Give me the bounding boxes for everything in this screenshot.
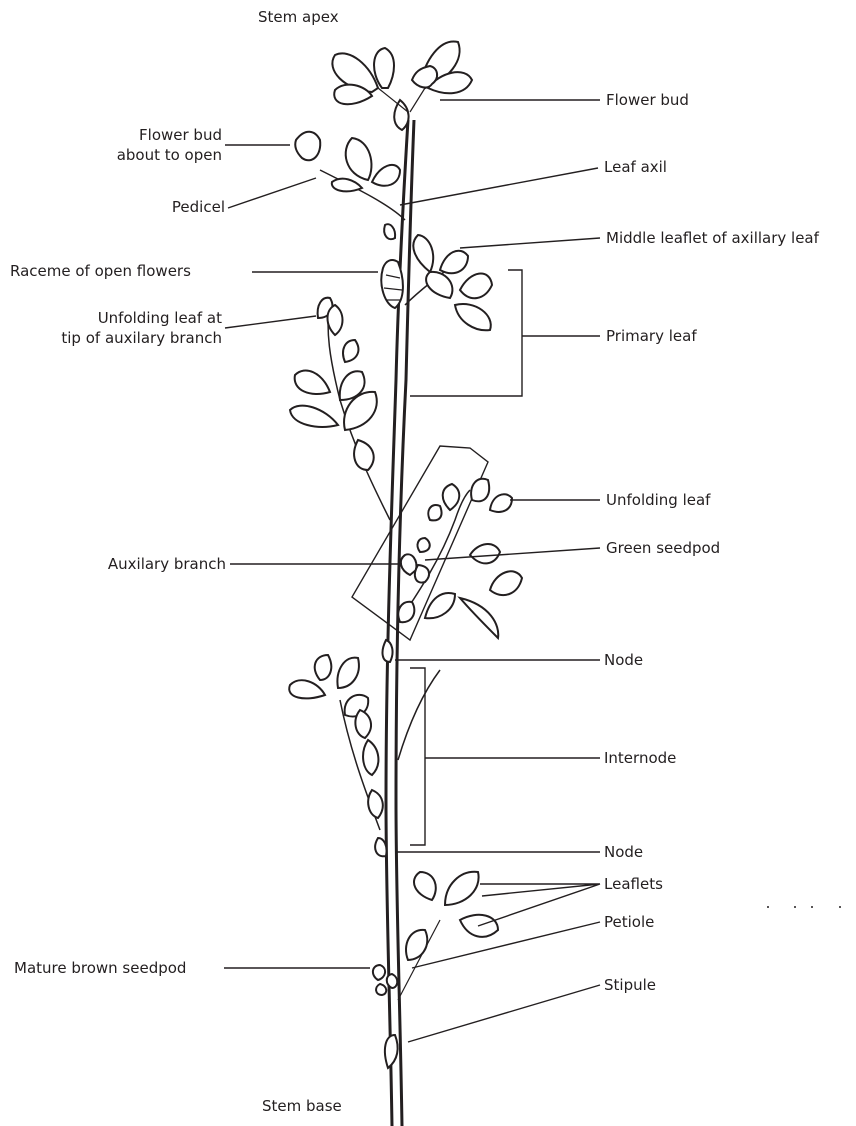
mature-seedpod xyxy=(373,965,397,995)
stem-apex-label: Stem apex xyxy=(258,8,339,27)
flower-bud-label: Flower bud xyxy=(606,91,689,110)
pedicel-cluster xyxy=(295,132,405,239)
primary-leaf-label: Primary leaf xyxy=(606,327,697,346)
flower-bud-open-label-1: Flower bud xyxy=(110,126,222,145)
stem-base-label: Stem base xyxy=(262,1097,342,1116)
node-upper-label: Node xyxy=(604,651,643,670)
unfolding-leaf-label: Unfolding leaf xyxy=(606,491,710,510)
leader-lines-left xyxy=(224,145,400,968)
auxilary-branch-label: Auxilary branch xyxy=(60,555,226,574)
unfolding-leaf-tip-label-2: tip of auxilary branch xyxy=(40,329,222,348)
node-upper xyxy=(383,640,393,662)
internode-label: Internode xyxy=(604,749,676,768)
unfolding-leaf-cluster xyxy=(398,479,522,638)
mature-seedpod-label: Mature brown seedpod xyxy=(14,959,186,978)
node-lower-label: Node xyxy=(604,843,643,862)
pedicel-label: Pedicel xyxy=(140,198,225,217)
middle-leaflet-label: Middle leaflet of axillary leaf xyxy=(606,229,819,248)
stem-apex-cluster xyxy=(332,42,472,130)
leaf-axil-label: Leaf axil xyxy=(604,158,667,177)
stipule-label: Stipule xyxy=(604,976,656,995)
raceme-label: Raceme of open flowers xyxy=(10,262,191,281)
leaflets-label: Leaflets xyxy=(604,875,663,894)
stray-dots xyxy=(767,906,841,908)
green-seedpod-label: Green seedpod xyxy=(606,539,720,558)
petiole-label: Petiole xyxy=(604,913,654,932)
internode-cluster xyxy=(289,655,383,830)
unfolding-leaf-tip-label-1: Unfolding leaf at xyxy=(40,309,222,328)
internode-bracket xyxy=(410,668,600,845)
stipule xyxy=(385,1035,398,1068)
auxilary-branch-left xyxy=(290,298,390,520)
flower-bud-open-label-2: about to open xyxy=(100,146,222,165)
